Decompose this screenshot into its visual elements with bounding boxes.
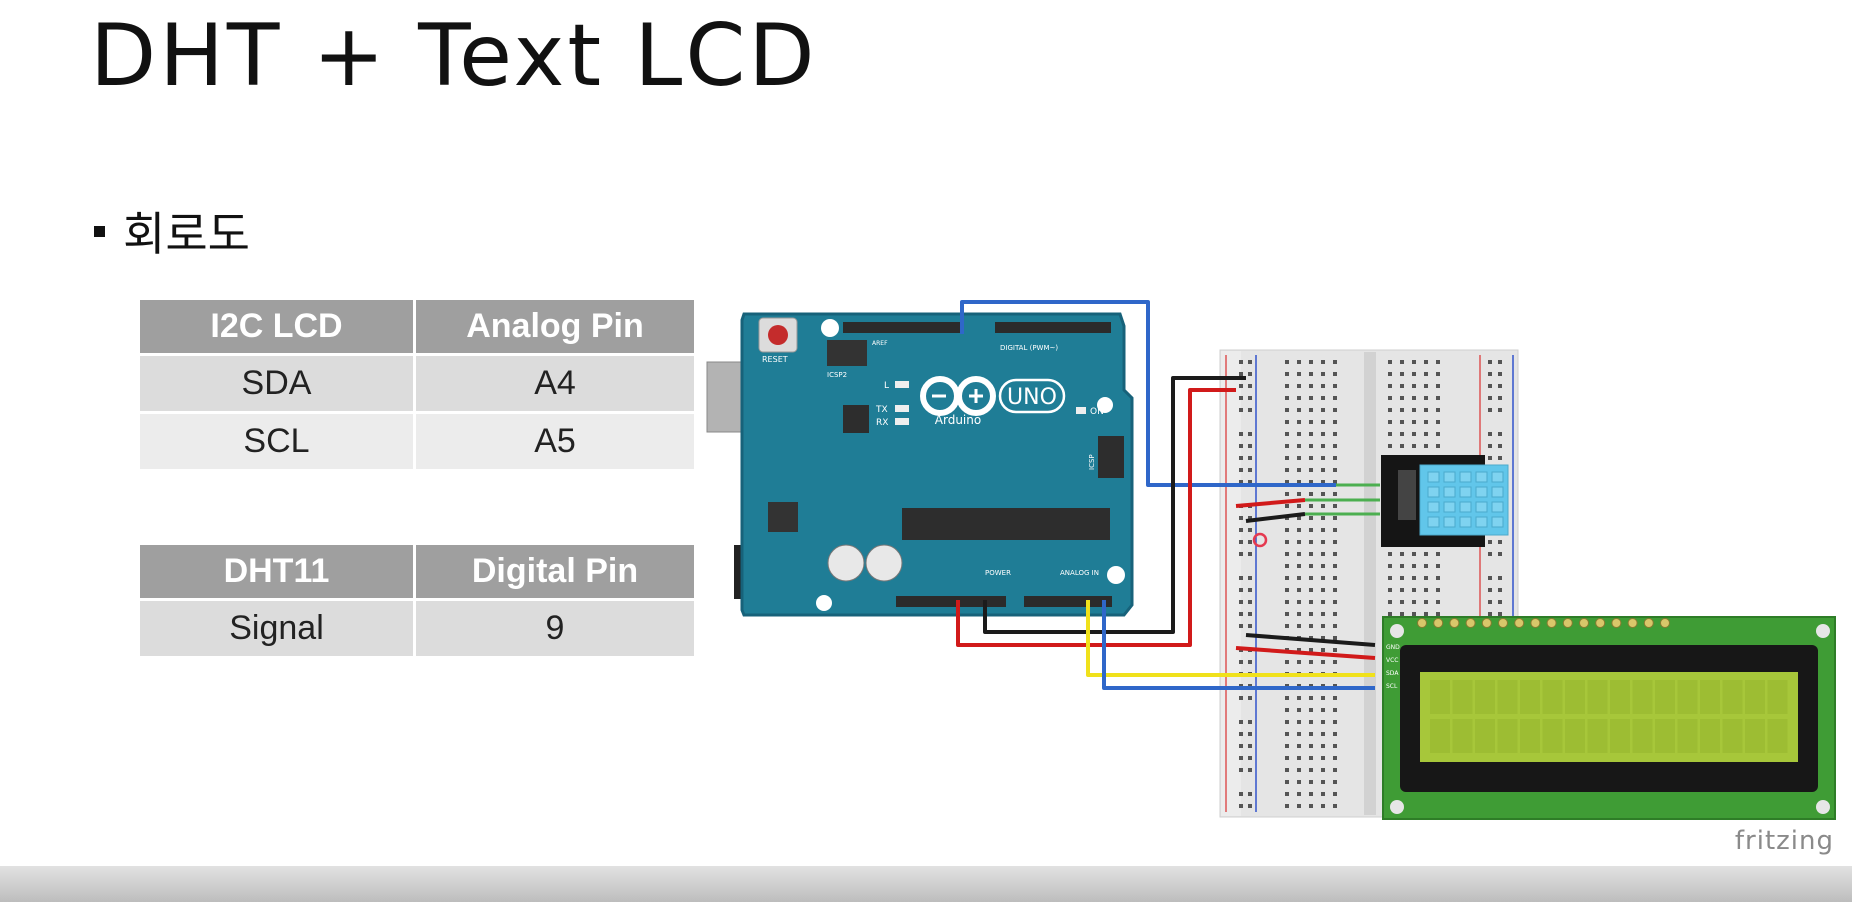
lcd-pin-sda: SDA [1386,670,1399,677]
wire-lcd-sda [1086,600,1375,677]
icsp2-label: ICSP2 [827,371,847,379]
reset-label: RESET [762,355,788,364]
wire-dht-signal [960,300,1336,487]
led-rx-label: RX [876,418,888,428]
wire-lcd-vcc [1235,646,1376,660]
fritzing-credit: fritzing [1734,826,1834,856]
board-name: UNO [1007,385,1057,410]
dht-table-cell: 9 [416,601,694,656]
wire-dht-gnd [1245,512,1306,523]
dht11-sensor [1381,455,1509,547]
wire-gnd-rail [983,376,1246,634]
lcd-table-header-device: I2C LCD [140,300,413,353]
icsp-label: ICSP [1088,454,1096,470]
lcd-character-grid [1430,680,1788,753]
bullet-text: 회로도 [123,207,250,261]
power-label: POWER [985,569,1011,577]
table-row: Signal 9 [140,601,694,656]
dht-table-header-pin: Digital Pin [416,545,694,598]
board-brand: Arduino [935,413,981,427]
dht-vent-grid [1427,471,1504,528]
lcd-top-pins [1417,618,1670,628]
dht-pin-table: DHT11 Digital Pin Signal 9 [137,542,697,659]
led-l-label: L [884,381,889,391]
lcd-table-header-pin: Analog Pin [416,300,694,353]
lcd-1602: GND VCC SDA SCL [1382,616,1836,820]
table-row: SCL A5 [140,414,694,469]
wire-lcd-scl [1102,600,1375,690]
bottom-bar [0,866,1852,902]
dht-table-header-device: DHT11 [140,545,413,598]
digital-label: DIGITAL (PWM~) [1000,344,1058,352]
lcd-table-cell: SCL [140,414,413,469]
analog-label: ANALOG IN [1060,569,1099,577]
on-label: ON [1090,407,1104,417]
bullet-square-icon [94,225,105,237]
aref-label: AREF [872,340,888,347]
cursor-marker-icon [1252,532,1268,548]
lcd-table-cell: A4 [416,356,694,411]
lcd-pin-scl: SCL [1386,683,1398,690]
bullet-item: 회로도 [94,198,250,264]
lcd-table-cell: A5 [416,414,694,469]
wire-dht-vcc [1235,498,1306,508]
slide-title: DHT + Text LCD [90,6,818,106]
lcd-pin-vcc: VCC [1386,657,1398,664]
lcd-pin-gnd: GND [1386,644,1400,651]
led-tx-label: TX [875,405,888,415]
table-row: SDA A4 [140,356,694,411]
lcd-table-cell: SDA [140,356,413,411]
wire-5v-rail [956,388,1236,647]
wire-lcd-gnd [1245,633,1376,647]
dht-table-cell: Signal [140,601,413,656]
wires [956,300,1380,690]
lcd-pin-table: I2C LCD Analog Pin SDA A4 SCL A5 [137,297,697,472]
arduino-board: RESET DIGITAL (PWM~) AREF ICSP2 ICSP L T… [706,312,1134,617]
arduino-logo-icon [920,376,996,416]
breadboard [1219,349,1519,818]
circuit-diagram: RESET DIGITAL (PWM~) AREF ICSP2 ICSP L T… [706,300,1836,820]
